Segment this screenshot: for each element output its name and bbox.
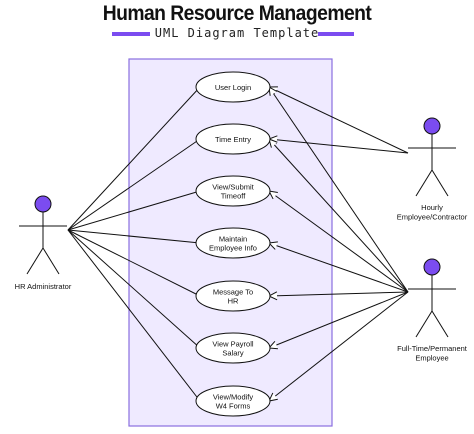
use-case-1: User Login xyxy=(195,71,271,103)
association-line-fulltime-6 xyxy=(269,291,409,348)
stick-figure-icon xyxy=(19,212,67,275)
page-title: Human Resource Management xyxy=(102,2,372,25)
association-line-fulltime-3 xyxy=(269,191,409,293)
use-case-2: Time Entry xyxy=(195,123,271,155)
use-case-label: View/Submit xyxy=(212,183,254,192)
page-subtitle: UML Diagram Template xyxy=(154,26,320,40)
association-line-hourly-1 xyxy=(269,87,409,154)
association-line-admin-1 xyxy=(67,86,201,231)
actor-label: Full-Time/Permanent xyxy=(397,344,468,353)
use-case-label: View/Modify xyxy=(213,393,254,402)
actor-label: Employee/Contractor xyxy=(397,213,468,222)
use-case-ellipse xyxy=(195,123,271,155)
use-case-label: View Payroll xyxy=(212,340,253,349)
association-line-fulltime-2 xyxy=(269,139,409,293)
use-case-ellipse xyxy=(195,227,271,259)
use-case-label: Salary xyxy=(222,349,244,358)
use-case-ellipse xyxy=(195,175,271,207)
association-line-admin-2 xyxy=(67,138,201,231)
subtitle-row: UML Diagram Template xyxy=(0,26,474,42)
actor-head-icon xyxy=(423,117,441,135)
association-line-hourly-2 xyxy=(269,139,409,154)
association-line-admin-4 xyxy=(67,229,201,244)
use-case-label: User Login xyxy=(215,83,251,92)
stick-figure-icon xyxy=(408,275,456,338)
actor-label: HR Administrator xyxy=(15,282,72,291)
actor-label: Hourly xyxy=(421,203,443,212)
use-case-label: W4 Forms xyxy=(216,402,251,411)
actor-group: HR Administrator HourlyEmployee/Contracto… xyxy=(15,117,468,363)
use-case-ellipse xyxy=(195,385,271,417)
actor-head-icon xyxy=(423,258,441,276)
use-case-label: Maintain xyxy=(219,235,247,244)
actor-hr-admin: HR Administrator xyxy=(15,195,72,291)
association-line-admin-3 xyxy=(67,190,201,231)
use-case-ellipse xyxy=(195,71,271,103)
use-case-label: Timeoff xyxy=(221,192,247,201)
use-case-ellipse xyxy=(195,280,271,312)
association-line-fulltime-1 xyxy=(269,87,409,293)
association-line-fulltime-7 xyxy=(269,291,409,401)
association-line-admin-6 xyxy=(67,229,201,349)
association-line-fulltime-5 xyxy=(269,292,409,296)
subtitle-bar-right xyxy=(318,32,354,36)
use-case-label: Time Entry xyxy=(215,135,251,144)
use-case-label: HR xyxy=(228,297,239,306)
use-case-label: Employee Info xyxy=(209,244,257,253)
use-case-ellipse xyxy=(195,332,271,364)
actor-head-icon xyxy=(34,195,52,213)
association-line-fulltime-4 xyxy=(269,243,409,293)
association-lines xyxy=(67,86,409,402)
use-case-label: Message To xyxy=(213,288,253,297)
stick-figure-icon xyxy=(408,134,456,197)
association-line-admin-7 xyxy=(67,229,201,402)
actor-label: Employee xyxy=(415,354,448,363)
association-line-admin-5 xyxy=(67,229,201,297)
subtitle-bar-left xyxy=(112,32,150,36)
